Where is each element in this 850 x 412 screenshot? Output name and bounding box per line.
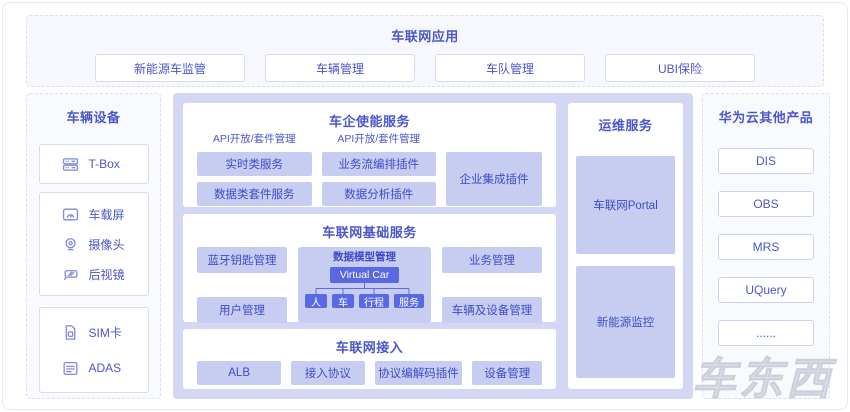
platform-left-stack: 车企使能服务 API开放/套件管理 API开放/套件管理 实时类服务 业务流编排… xyxy=(183,103,556,389)
watermark: 车东西 xyxy=(692,355,833,405)
box-alb: ALB xyxy=(197,361,282,385)
device-label-adas: ADAS xyxy=(88,361,122,375)
section-iov-platform: 车企使能服务 API开放/套件管理 API开放/套件管理 实时类服务 业务流编排… xyxy=(173,93,693,399)
box-new-energy-monitoring: 新能源监控 xyxy=(576,266,675,378)
api-open-suite-label-left: API开放/套件管理 xyxy=(212,133,296,145)
device-row-adas: ADAS xyxy=(40,360,148,377)
app-box-fleet-management: 车队管理 xyxy=(435,54,585,82)
section-huawei-cloud-products: 华为云其他产品 DIS OBS MRS UQuery ...... xyxy=(702,93,830,399)
device-label-mirror: 后视镜 xyxy=(88,267,125,282)
device-card-tbox: T-Box xyxy=(38,144,149,184)
card-enablement-services: 车企使能服务 API开放/套件管理 API开放/套件管理 实时类服务 业务流编排… xyxy=(183,103,556,207)
mirror-icon xyxy=(62,266,79,283)
base-left-column: 蓝牙钥匙管理 用户管理 xyxy=(197,247,287,323)
box-model-service: 服务 xyxy=(394,294,424,309)
box-user-management: 用户管理 xyxy=(197,297,287,323)
box-more-products: ...... xyxy=(718,320,814,346)
box-realtime-services: 实时类服务 xyxy=(197,152,312,176)
box-data-suite-services: 数据类套件服务 xyxy=(197,182,312,206)
tbox-icon xyxy=(62,156,79,173)
app-box-new-energy-supervision: 新能源车监管 xyxy=(95,54,245,82)
section-vehicle-devices: 车辆设备 T-Box 车载屏 摄像头 xyxy=(26,93,161,399)
adas-icon xyxy=(62,360,79,377)
box-vehicle-device-management: 车辆及设备管理 xyxy=(442,297,542,323)
box-workflow-plugin: 业务流编排插件 xyxy=(321,152,436,176)
base-services-grid: 蓝牙钥匙管理 用户管理 数据模型管理 Virtual Car xyxy=(183,241,556,323)
box-data-analysis-plugin: 数据分析插件 xyxy=(321,182,436,206)
box-uquery: UQuery xyxy=(718,277,814,303)
box-access-protocol: 接入协议 xyxy=(291,361,365,385)
device-label-tbox: T-Box xyxy=(88,157,120,171)
iov-applications-title: 车联网应用 xyxy=(391,29,459,44)
vehicle-devices-title: 车辆设备 xyxy=(66,110,121,125)
device-label-screen: 车载屏 xyxy=(88,207,125,222)
app-row: 新能源车监管 车辆管理 车队管理 UBI保险 xyxy=(27,54,823,82)
card-iov-access: 车联网接入 ALB 接入协议 协议编解码插件 设备管理 xyxy=(183,329,556,389)
box-dis: DIS xyxy=(718,148,814,174)
enablement-grid: API开放/套件管理 API开放/套件管理 实时类服务 业务流编排插件 企业集成… xyxy=(183,130,556,206)
box-mrs: MRS xyxy=(718,234,814,260)
device-card-modules: SIM卡 ADAS xyxy=(38,307,149,393)
card-base-services: 车联网基础服务 蓝牙钥匙管理 用户管理 数据模型管理 Virtual Car xyxy=(183,214,556,323)
sim-icon xyxy=(62,324,79,341)
cloud-products-title: 华为云其他产品 xyxy=(718,110,814,125)
api-label-spacer xyxy=(446,133,542,146)
screen-icon xyxy=(62,206,79,223)
box-protocol-codec-plugin: 协议编解码插件 xyxy=(374,361,463,385)
data-model-title: 数据模型管理 xyxy=(333,251,396,263)
device-card-cabin: 车载屏 摄像头 后视镜 xyxy=(38,192,149,296)
iov-access-title: 车联网接入 xyxy=(335,340,404,355)
box-model-trip: 行程 xyxy=(359,294,389,309)
box-model-person: 人 xyxy=(305,294,327,309)
box-enterprise-integration-plugin: 企业集成插件 xyxy=(446,152,542,206)
api-open-suite-label-right: API开放/套件管理 xyxy=(337,133,421,145)
base-services-title: 车联网基础服务 xyxy=(322,225,417,240)
model-children-row: 人 车 行程 服务 xyxy=(305,294,424,309)
enablement-title: 车企使能服务 xyxy=(328,114,410,129)
box-device-management: 设备管理 xyxy=(472,361,542,385)
device-label-camera: 摄像头 xyxy=(88,237,125,252)
iov-access-row: ALB 接入协议 协议编解码插件 设备管理 xyxy=(183,356,556,385)
app-box-vehicle-management: 车辆管理 xyxy=(265,54,415,82)
box-obs: OBS xyxy=(718,191,814,217)
data-model-panel: 数据模型管理 Virtual Car xyxy=(298,247,431,323)
device-row-camera: 摄像头 xyxy=(40,236,148,253)
app-box-ubi-insurance: UBI保险 xyxy=(605,54,755,82)
box-business-management: 业务管理 xyxy=(442,247,542,273)
device-label-sim: SIM卡 xyxy=(88,325,122,340)
camera-icon xyxy=(62,236,79,253)
device-row-screen: 车载屏 xyxy=(40,206,148,223)
ops-services-title: 运维服务 xyxy=(598,118,653,133)
model-tree-connector xyxy=(315,283,410,294)
box-model-car: 车 xyxy=(332,294,354,309)
box-virtual-car: Virtual Car xyxy=(329,267,400,283)
device-row-mirror: 后视镜 xyxy=(40,266,148,283)
base-right-column: 业务管理 车辆及设备管理 xyxy=(442,247,542,323)
device-row-sim: SIM卡 xyxy=(40,324,148,341)
section-iov-applications: 车联网应用 新能源车监管 车辆管理 车队管理 UBI保险 xyxy=(26,15,824,87)
box-iov-portal: 车联网Portal xyxy=(576,156,675,254)
box-bluetooth-key-management: 蓝牙钥匙管理 xyxy=(197,247,287,273)
card-ops-services: 运维服务 车联网Portal 新能源监控 xyxy=(568,103,683,389)
device-row-tbox: T-Box xyxy=(40,156,148,173)
